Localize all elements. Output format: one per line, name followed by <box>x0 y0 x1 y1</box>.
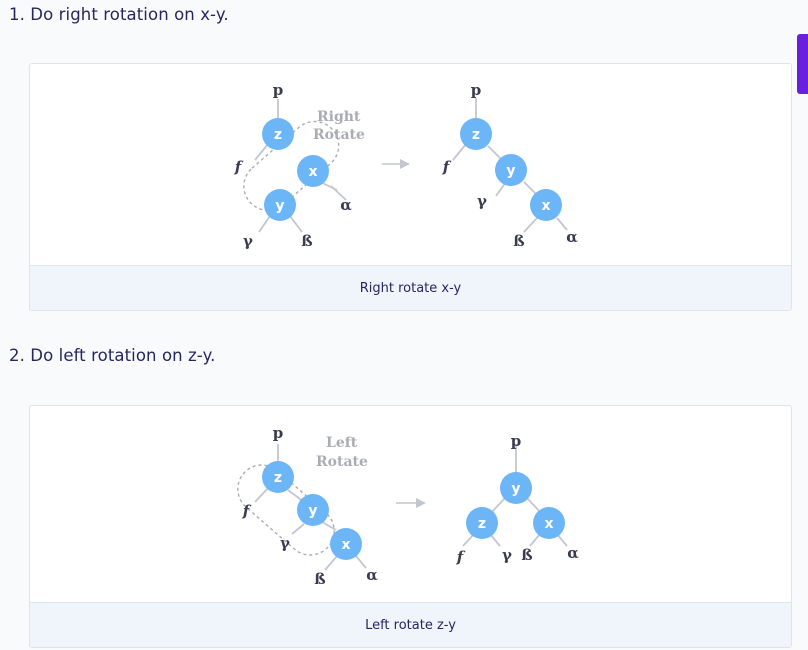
side-tab[interactable] <box>797 34 808 94</box>
label-x: x <box>308 164 317 180</box>
label-y: y <box>275 198 284 214</box>
node-z-after-2 <box>466 507 498 539</box>
label-gamma: γ <box>243 232 253 250</box>
step-2-heading: 2. Do left rotation on z-y. <box>9 346 216 365</box>
arrow-icon <box>400 159 410 169</box>
label-alpha-after: α <box>566 228 578 246</box>
diagram-right-rotate: z x y p f α γ ß Right Rotate z y x p f γ… <box>30 64 791 268</box>
label-z-after-2: z <box>478 516 486 532</box>
note-line-2: Rotate <box>313 127 365 143</box>
label-alpha-2: α <box>366 566 378 584</box>
note-line-1: Right <box>317 109 361 125</box>
label-z-2: z <box>274 470 282 486</box>
label-f-after: f <box>442 158 452 176</box>
note-line-2-2: Rotate <box>316 454 368 470</box>
node-x-after-2 <box>533 507 565 539</box>
label-gamma-after: γ <box>477 192 487 210</box>
note-line-1-2: Left <box>326 435 358 451</box>
label-f: f <box>234 158 244 176</box>
node-y-after <box>495 154 527 186</box>
label-alpha-after-2: α <box>567 544 579 562</box>
label-p: p <box>273 81 284 99</box>
node-x <box>297 155 329 187</box>
node-z-after <box>460 118 492 150</box>
node-y-after-2 <box>500 472 532 504</box>
label-x-after-2: x <box>544 516 553 532</box>
label-beta-after: ß <box>513 232 524 250</box>
label-x-after: x <box>541 198 550 214</box>
diagram-left-rotate: z y x p f γ ß α Left Rotate y z x p f γ … <box>30 406 791 605</box>
label-y-after-2: y <box>511 481 520 497</box>
label-beta-2: ß <box>314 570 325 588</box>
label-y-after: y <box>506 163 515 179</box>
node-y-2 <box>297 494 329 526</box>
label-f-2: f <box>242 502 252 520</box>
step-1-heading: 1. Do right rotation on x-y. <box>9 5 229 24</box>
node-z-2 <box>262 461 294 493</box>
caption-right-rotate: Right rotate x-y <box>30 265 791 310</box>
node-x-after <box>530 189 562 221</box>
caption-left-rotate: Left rotate z-y <box>30 602 791 647</box>
node-y <box>264 189 296 221</box>
label-y-2: y <box>308 503 317 519</box>
label-p-after: p <box>471 81 482 99</box>
selection-outline-2 <box>237 464 335 556</box>
label-f-after-2: f <box>456 548 466 566</box>
label-gamma-2: γ <box>280 534 290 552</box>
label-alpha: α <box>340 196 352 214</box>
figure-left-rotate: z y x p f γ ß α Left Rotate y z x p f γ … <box>29 405 792 648</box>
label-p-after-2: p <box>511 432 522 450</box>
label-z: z <box>274 127 282 143</box>
label-z-after: z <box>472 127 480 143</box>
label-beta-after-2: ß <box>521 546 532 564</box>
label-p-2: p <box>273 424 284 442</box>
label-x-2: x <box>341 537 350 553</box>
label-beta: ß <box>301 232 312 250</box>
node-z <box>262 118 294 150</box>
figure-right-rotate: z x y p f α γ ß Right Rotate z y x p f γ… <box>29 63 792 311</box>
node-x-2 <box>330 528 362 560</box>
label-gamma-after-2: γ <box>502 546 512 564</box>
arrow-icon-2 <box>416 498 426 508</box>
